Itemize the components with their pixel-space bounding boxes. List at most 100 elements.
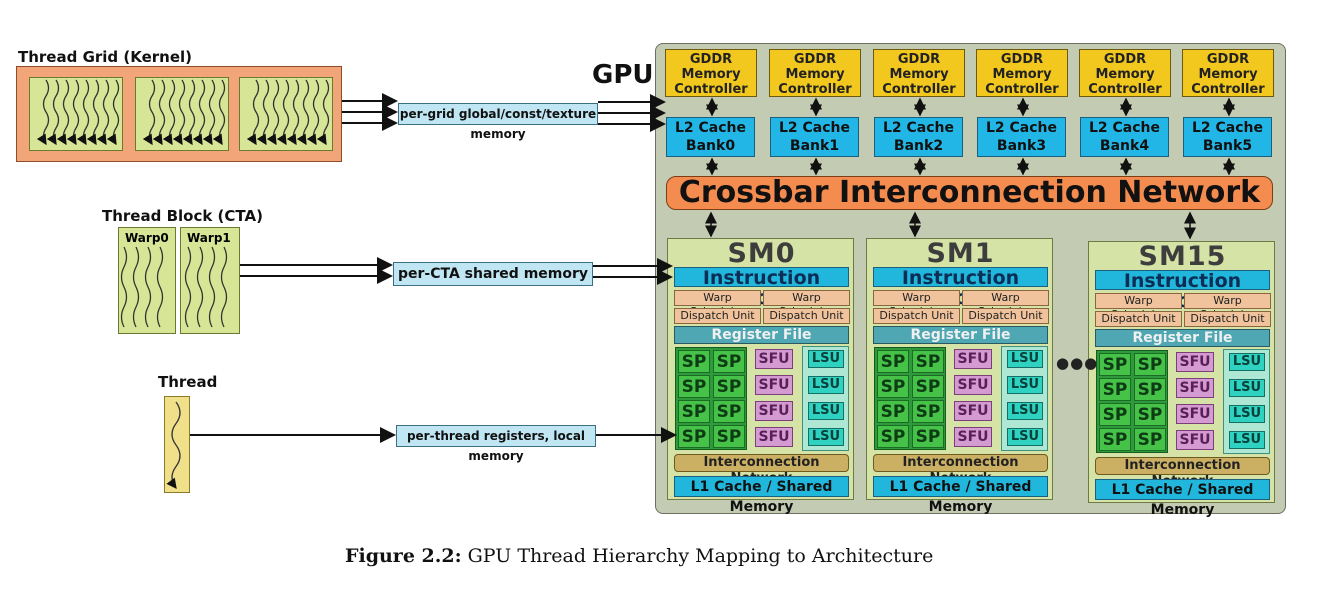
lsu-unit: LSU xyxy=(1229,405,1265,423)
sp-core: SP xyxy=(1134,428,1166,451)
sfu-unit: SFU xyxy=(755,349,793,369)
lsu-unit: LSU xyxy=(1229,379,1265,397)
caption-label: Figure 2.2: xyxy=(345,545,462,567)
l2-bank-line1: L2 Cache xyxy=(778,120,851,136)
warp0-box: Warp0 xyxy=(118,227,176,334)
thread-wave xyxy=(172,79,186,146)
sp-core: SP xyxy=(1099,378,1131,401)
sp-core: SP xyxy=(678,350,710,373)
warp1-label: Warp1 xyxy=(187,231,231,245)
cta-memory-arrows xyxy=(240,257,673,285)
dispatch-unit: Dispatch Unit xyxy=(1095,311,1182,327)
l2-bank-line2: Bank4 xyxy=(1099,138,1150,154)
sp-core: SP xyxy=(912,350,944,373)
sp-core: SP xyxy=(713,400,745,423)
figure-caption: Figure 2.2: GPU Thread Hierarchy Mapping… xyxy=(345,545,933,567)
thread-wave xyxy=(132,246,140,328)
sfu-unit: SFU xyxy=(1176,430,1214,450)
dispatch-unit: Dispatch Unit xyxy=(873,308,960,324)
dispatch-unit: Dispatch Unit xyxy=(1184,311,1271,327)
caption-text: GPU Thread Hierarchy Mapping to Architec… xyxy=(461,545,934,567)
sp-core: SP xyxy=(877,350,909,373)
sp-core: SP xyxy=(877,425,909,448)
sfu-unit: SFU xyxy=(755,401,793,421)
thread-grid-title: Thread Grid (Kernel) xyxy=(18,48,193,66)
memory-controller-0: GDDR Memory Controller xyxy=(665,49,757,97)
dispatch-unit: Dispatch Unit xyxy=(763,308,850,324)
warp0-label: Warp0 xyxy=(125,231,169,245)
sp-core: SP xyxy=(912,375,944,398)
thread-wave xyxy=(220,246,228,328)
sp-core: SP xyxy=(713,375,745,398)
ellipsis: ●●● xyxy=(1056,354,1099,372)
l2-bank-line2: Bank2 xyxy=(893,138,944,154)
thread-wave xyxy=(106,79,120,146)
sm-title: SM15 xyxy=(1138,241,1227,272)
lsu-unit: LSU xyxy=(1229,431,1265,449)
memory-controller-1: GDDR Memory Controller xyxy=(769,49,861,97)
l1-cache-shared-memory: L1 Cache / Shared Memory xyxy=(873,476,1048,515)
sp-core: SP xyxy=(678,400,710,423)
thread-wave xyxy=(142,79,156,146)
thread-wave-lines xyxy=(36,79,330,490)
thread-wave xyxy=(266,79,280,146)
thread-wave xyxy=(162,79,176,146)
per-thread-memory-label: per-thread registers, local memory xyxy=(396,425,596,463)
thread-wave xyxy=(192,79,206,146)
register-file: Register File xyxy=(873,326,1048,344)
thread-wave xyxy=(36,79,50,146)
memory-controller-2: GDDR Memory Controller xyxy=(873,49,965,97)
thread-wave xyxy=(86,79,100,146)
l2-bank-line1: L2 Cache xyxy=(1191,120,1264,136)
thread-wave xyxy=(182,79,196,146)
l2-bank-line1: L2 Cache xyxy=(674,120,747,136)
thread-wave xyxy=(56,79,70,146)
sfu-unit: SFU xyxy=(1176,378,1214,398)
grid-memory-arrows xyxy=(342,93,666,132)
thread-wave xyxy=(96,79,110,146)
sfu-unit: SFU xyxy=(1176,404,1214,424)
sfu-unit: SFU xyxy=(954,427,992,447)
sp-core: SP xyxy=(912,425,944,448)
sp-core: SP xyxy=(877,400,909,423)
per-grid-memory-label: per-grid global/const/texture memory xyxy=(398,103,598,141)
sp-core: SP xyxy=(678,425,710,448)
sp-core: SP xyxy=(1099,428,1131,451)
l2-bank-line1: L2 Cache xyxy=(1088,120,1161,136)
sp-core: SP xyxy=(713,350,745,373)
thread-wave xyxy=(246,79,260,146)
lsu-unit: LSU xyxy=(808,350,844,368)
thread-wave xyxy=(212,79,226,146)
memory-controller-4: GDDR Memory Controller xyxy=(1079,49,1171,97)
per-cta-memory-label: per-CTA shared memory xyxy=(393,262,593,286)
sm-title: SM0 xyxy=(727,238,796,269)
thread-wave xyxy=(316,79,330,146)
lsu-unit: LSU xyxy=(1229,353,1265,371)
crossbar-network: Crossbar Interconnection Network xyxy=(666,176,1273,210)
lsu-unit: LSU xyxy=(1007,428,1043,446)
l2-bank-line2: Bank5 xyxy=(1202,138,1253,154)
thread-wave xyxy=(144,246,152,328)
register-file: Register File xyxy=(674,326,849,344)
sm-title: SM1 xyxy=(926,238,995,269)
dispatch-unit: Dispatch Unit xyxy=(962,308,1049,324)
sp-core: SP xyxy=(713,425,745,448)
memory-controller-5: GDDR Memory Controller xyxy=(1182,49,1274,97)
register-file: Register File xyxy=(1095,329,1270,347)
sfu-unit: SFU xyxy=(954,349,992,369)
thread-wave xyxy=(66,79,80,146)
thread-wave xyxy=(46,79,60,146)
thread-wave xyxy=(306,79,320,146)
thread-wave xyxy=(184,246,192,328)
lsu-unit: LSU xyxy=(1007,402,1043,420)
l1-cache-shared-memory: L1 Cache / Shared Memory xyxy=(1095,479,1270,518)
